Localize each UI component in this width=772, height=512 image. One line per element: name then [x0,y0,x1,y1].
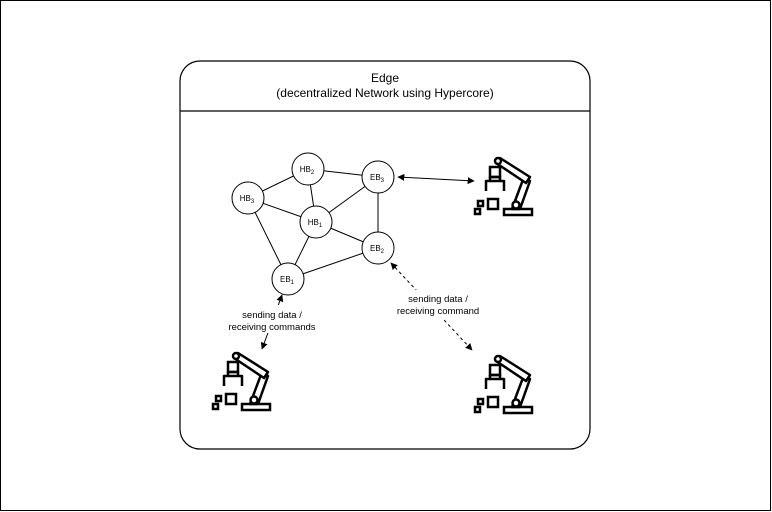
node-eb3[interactable]: EB3 [361,160,395,194]
eb2-robot-link [390,262,473,351]
node-hb2[interactable]: HB2 [291,152,325,186]
node-label: EB2 [370,244,385,255]
node-circle [231,181,265,215]
container-title: Edge [371,71,399,85]
node-eb2[interactable]: EB2 [361,231,395,265]
node-label: EB1 [280,275,295,286]
node-hb3[interactable]: HB3 [231,181,265,215]
node-hb1[interactable]: HB1 [299,205,333,239]
right-link-label-line1: sending data / [408,294,468,305]
node-circle [299,205,333,239]
left-link-label-line2: receiving commands [228,322,315,333]
node-label: EB3 [370,173,385,184]
right-label-bg [392,290,486,318]
container-subtitle: (decentralized Network using Hypercore) [276,86,493,100]
node-circle [271,262,305,296]
eb3-robot-link [397,173,475,185]
node-eb1[interactable]: EB1 [271,262,305,296]
node-circle [361,160,395,194]
node-label: HB3 [240,194,255,205]
left-label-bg [224,305,320,333]
node-circle [291,152,325,186]
right-link-label-line2: receiving command [397,306,479,317]
node-circle [361,231,395,265]
node-label: HB1 [308,218,323,229]
node-label: HB2 [300,165,315,176]
left-link-label-line1: sending data / [242,310,302,321]
